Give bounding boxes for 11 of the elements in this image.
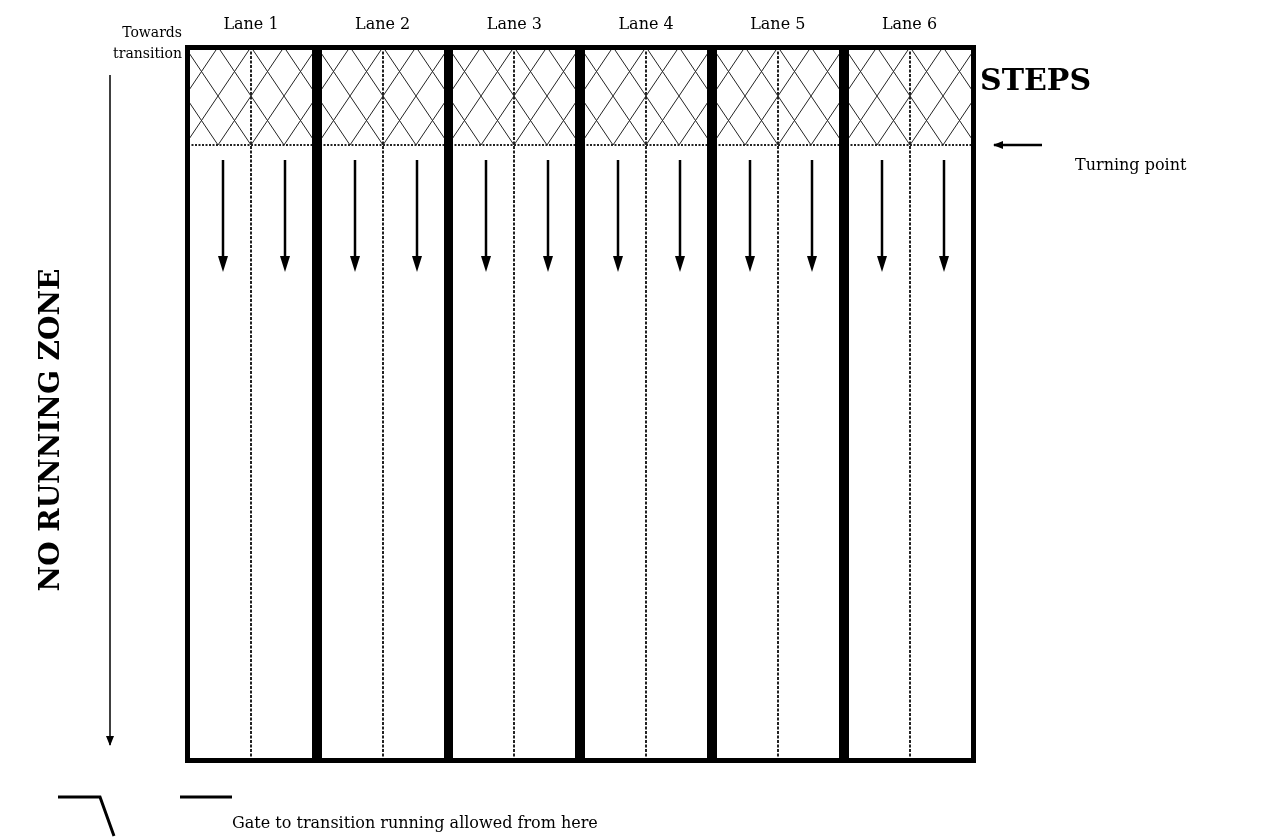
lane-label: Lane 4 — [617, 14, 675, 34]
steps-label: STEPS — [980, 62, 1093, 98]
turning-point-label: Turning point — [1075, 154, 1188, 176]
lane-label: Lane 2 — [354, 14, 412, 34]
lane-label: Lane 6 — [880, 14, 939, 34]
zone-label: NO RUNNING ZONE — [33, 267, 67, 594]
lane-label: Lane 5 — [749, 14, 807, 34]
lane-label: Lane 3 — [485, 14, 543, 34]
lane-label: Lane 1 — [222, 14, 280, 34]
gate-label: Gate to transition running allowed from here — [232, 812, 599, 834]
direction-label: Towards transition — [112, 23, 182, 63]
